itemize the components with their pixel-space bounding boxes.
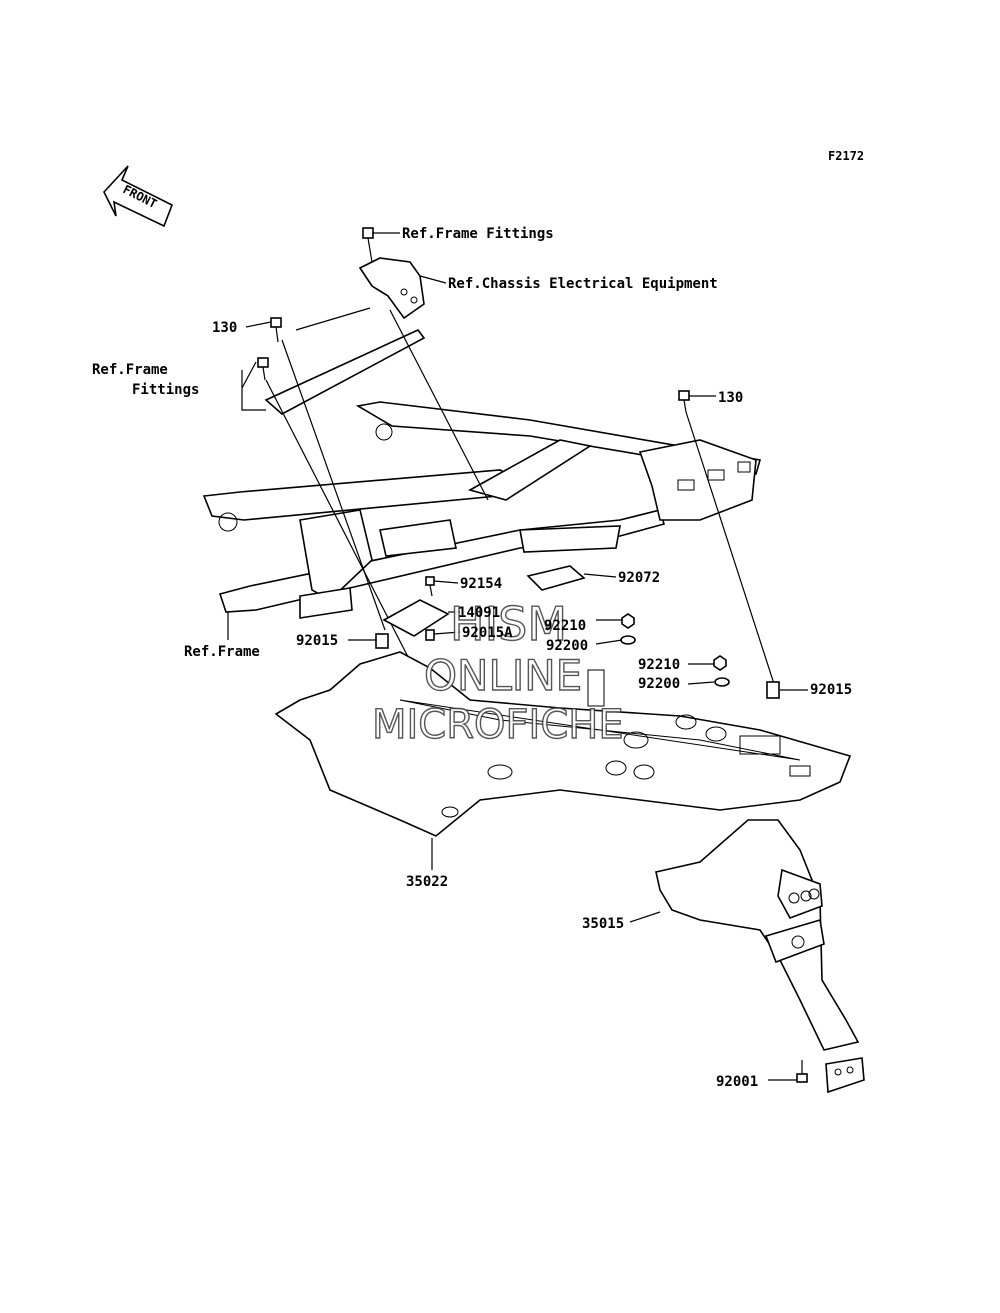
label-92154: 92154	[460, 576, 502, 592]
watermark: HISM ONLINE MICROFICHE	[371, 596, 624, 748]
bolt-130-right	[678, 390, 690, 413]
electrical-bracket	[358, 227, 425, 320]
rear-bar	[264, 329, 426, 415]
label-ref-frame-fittings-left-2: Fittings	[132, 382, 199, 398]
label-92200-a: 92200	[546, 638, 588, 654]
bolt-92154	[425, 576, 435, 597]
nut-92210-b	[713, 655, 727, 671]
washer-92200-b	[714, 677, 730, 687]
label-14091: 14091	[458, 605, 500, 621]
rear-fender-35015	[655, 819, 865, 1094]
label-92200-b: 92200	[638, 676, 680, 692]
collar-92015-right	[766, 681, 780, 699]
plate-14091	[382, 599, 450, 637]
label-35022: 35022	[406, 874, 448, 890]
front-arrow-icon: FRONT	[103, 165, 174, 228]
label-ref-chassis-electrical: Ref.Chassis Electrical Equipment	[448, 276, 718, 292]
label-130-right: 130	[718, 390, 743, 406]
bracket-92072	[526, 565, 586, 591]
label-92015a: 92015A	[462, 625, 513, 641]
label-92210-a: 92210	[544, 618, 586, 634]
label-92210-b: 92210	[638, 657, 680, 673]
label-leaders	[227, 232, 808, 1081]
label-35015: 35015	[582, 916, 624, 932]
label-92001: 92001	[716, 1074, 758, 1090]
collar-92015-left	[375, 633, 389, 649]
watermark-line2: ONLINE	[424, 651, 582, 700]
bolt-ref-frame-left	[257, 357, 269, 381]
label-92015-right: 92015	[810, 682, 852, 698]
figure-code: F2172	[828, 149, 864, 163]
bolt-92001	[796, 1060, 808, 1083]
watermark-line1: HISM	[450, 597, 567, 651]
label-ref-frame-fittings-top: Ref.Frame Fittings	[402, 226, 554, 242]
washer-92200-a	[620, 635, 636, 645]
undertray-35022	[274, 651, 852, 837]
rear-subframe	[202, 401, 762, 619]
label-ref-frame-fittings-left-1: Ref.Frame	[92, 362, 168, 378]
label-92072: 92072	[618, 570, 660, 586]
watermark-line3: MICROFICHE	[372, 702, 624, 748]
collar-92015a	[425, 629, 435, 641]
label-92015-left: 92015	[296, 633, 338, 649]
label-130-left: 130	[212, 320, 237, 336]
label-ref-frame: Ref.Frame	[184, 644, 260, 660]
assembly-leaders	[265, 307, 777, 691]
nut-92210-a	[621, 613, 635, 629]
bolt-130-left	[270, 317, 282, 343]
